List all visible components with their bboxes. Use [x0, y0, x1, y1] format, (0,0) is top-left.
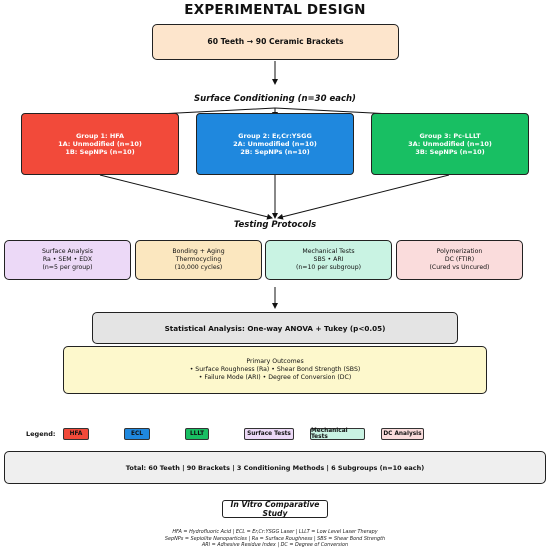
test-3-line1: SBS • ARI [313, 255, 344, 263]
test-surface-analysis-box: Surface Analysis Ra • SEM • EDX (n=5 per… [4, 240, 131, 280]
legend-mechanical-tests-text: Mechanical Tests [311, 428, 348, 440]
legend-dc-analysis: DC Analysis [381, 428, 424, 440]
test-4-title: Polymerization [436, 247, 483, 255]
arrow-group1-to-testing [99, 174, 273, 220]
group-1-box: Group 1: HFA 1A: Unmodified (n=10) 1B: S… [21, 113, 179, 175]
group-3-subgroup-b: 3B: SepNPs (n=10) [415, 148, 485, 157]
group-1-subgroup-b: 1B: SepNPs (n=10) [65, 148, 135, 157]
group-3-box: Group 3: Pc-LLLT 3A: Unmodified (n=10) 3… [371, 113, 529, 175]
sample-box: 60 Teeth → 90 Ceramic Brackets [152, 24, 399, 60]
testing-label: Testing Protocols [233, 220, 317, 230]
statistical-analysis-box: Statistical Analysis: One-way ANOVA + Tu… [92, 312, 458, 344]
outcomes-title: Primary Outcomes [246, 357, 304, 365]
group-2-title: Group 2: Er,Cr:YSGG [238, 131, 312, 140]
test-2-title: Bonding + Aging [172, 247, 225, 255]
test-2-line2: (10,000 cycles) [174, 264, 223, 272]
primary-outcomes-box: Primary Outcomes • Surface Roughness (Ra… [63, 346, 487, 394]
group-2-subgroup-b: 2B: SepNPs (n=10) [240, 148, 310, 157]
legend-dc-analysis-text: DC Analysis [383, 431, 422, 437]
outcomes-line2: • Failure Mode (ARI) • Degree of Convers… [198, 374, 352, 382]
diagram-title: EXPERIMENTAL DESIGN [184, 2, 366, 18]
summary-box: Total: 60 Teeth | 90 Brackets | 3 Condit… [4, 451, 546, 484]
test-3-title: Mechanical Tests [302, 247, 355, 255]
outcomes-line1: • Surface Roughness (Ra) • Shear Bond St… [189, 365, 361, 373]
footnote-line-2: SepNPs = Sepiolite Nanoparticles | Ra = … [164, 535, 386, 542]
legend-surface-tests-text: Surface Tests [247, 431, 291, 437]
test-1-line2: (n=5 per group) [42, 264, 93, 272]
test-polymerization-box: Polymerization DC (FTIR) (Cured vs Uncur… [396, 240, 523, 280]
legend-hfa: HFA [63, 428, 89, 440]
footnotes: HFA = Hydrofluoric Acid | ECL = Er,Cr:YS… [0, 529, 550, 549]
group-3-subgroup-a: 3A: Unmodified (n=10) [408, 139, 492, 148]
study-type-box: In Vitro Comparative Study [222, 500, 328, 518]
test-3-line2: (n=10 per subgroup) [295, 264, 362, 272]
legend-ecl-text: ECL [131, 431, 143, 437]
group-1-subgroup-a: 1A: Unmodified (n=10) [58, 139, 142, 148]
group-2-subgroup-a: 2A: Unmodified (n=10) [233, 139, 317, 148]
legend-lllt: LLLT [185, 428, 209, 440]
summary-text: Total: 60 Teeth | 90 Brackets | 3 Condit… [125, 463, 425, 472]
test-2-line1: Thermocycling [175, 255, 222, 263]
test-1-title: Surface Analysis [41, 247, 94, 255]
legend-mechanical-tests: Mechanical Tests [310, 428, 365, 440]
test-1-line1: Ra • SEM • EDX [42, 255, 93, 263]
test-bonding-aging-box: Bonding + Aging Thermocycling (10,000 cy… [135, 240, 262, 280]
legend-hfa-text: HFA [69, 431, 83, 437]
statistical-analysis-text: Statistical Analysis: One-way ANOVA + Tu… [164, 323, 386, 333]
group-2-box: Group 2: Er,Cr:YSGG 2A: Unmodified (n=10… [196, 113, 354, 175]
conditioning-label: Surface Conditioning (n=30 each) [194, 94, 356, 104]
footnote-line-1: HFA = Hydrofluoric Acid | ECL = Er,Cr:YS… [172, 529, 378, 535]
legend-label: Legend: [26, 430, 56, 438]
test-mechanical-box: Mechanical Tests SBS • ARI (n=10 per sub… [265, 240, 392, 280]
test-4-line1: DC (FTIR) [444, 255, 475, 263]
study-type-text: In Vitro Comparative Study [230, 500, 320, 518]
footnote-line-3: ARI = Adhesive Residue Index | DC = Degr… [201, 542, 349, 549]
arrow-group3-to-testing [277, 174, 450, 220]
legend-surface-tests: Surface Tests [244, 428, 294, 440]
legend-lllt-text: LLLT [189, 431, 205, 437]
legend-ecl: ECL [124, 428, 150, 440]
group-1-title: Group 1: HFA [75, 131, 125, 140]
sample-box-text: 60 Teeth → 90 Ceramic Brackets [207, 36, 344, 46]
group-3-title: Group 3: Pc-LLLT [419, 131, 481, 140]
test-4-line2: (Cured vs Uncured) [429, 264, 490, 272]
